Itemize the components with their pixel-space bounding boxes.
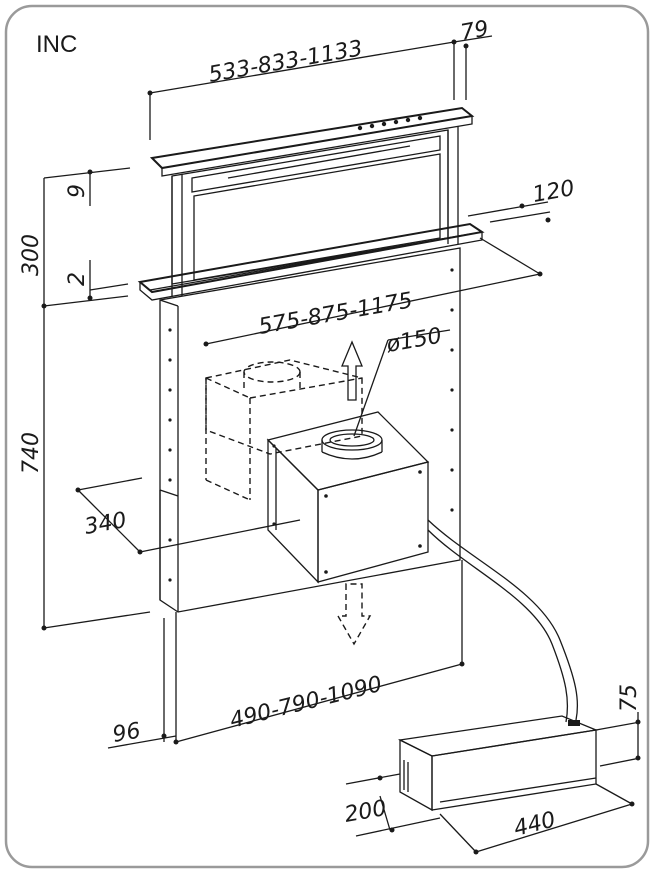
dim-top-width: 533-833-1133: [207, 36, 365, 88]
motor-alt-position: [205, 359, 363, 501]
rivets-right: [450, 268, 454, 512]
connection-cable: [427, 519, 579, 723]
dim-upper-gap: 9: [65, 184, 90, 198]
dimension-lines: [41, 35, 641, 855]
dim-base-depth: 96: [111, 718, 143, 747]
external-motor-unit: [397, 715, 599, 812]
control-buttons: [357, 115, 423, 131]
dim-motor-depth: 340: [83, 508, 129, 540]
dim-top-depth: 79: [459, 16, 491, 45]
rivets-left: [168, 328, 172, 582]
exhaust-up-arrow: [341, 340, 363, 401]
dim-total-height: 300: [19, 234, 44, 276]
dim-diameter: ø150: [384, 324, 444, 358]
main-body: [159, 247, 461, 613]
dim-body-height: 740: [19, 432, 44, 474]
motor-box: [266, 411, 430, 584]
dim-base-width: 490-790-1090: [227, 672, 384, 734]
drawing-frame: [4, 4, 650, 869]
dim-frame-depth: 120: [531, 176, 577, 208]
dim-unit-depth: 200: [343, 796, 389, 828]
worktop-frame: [137, 222, 485, 301]
hood-top-assembly: [149, 106, 475, 296]
dim-unit-height: 75: [617, 684, 642, 712]
dim-unit-width: 440: [511, 807, 558, 841]
dim-lower-gap: 2: [65, 272, 90, 286]
exhaust-down-arrow: [336, 583, 372, 646]
model-label: INC: [36, 31, 77, 58]
